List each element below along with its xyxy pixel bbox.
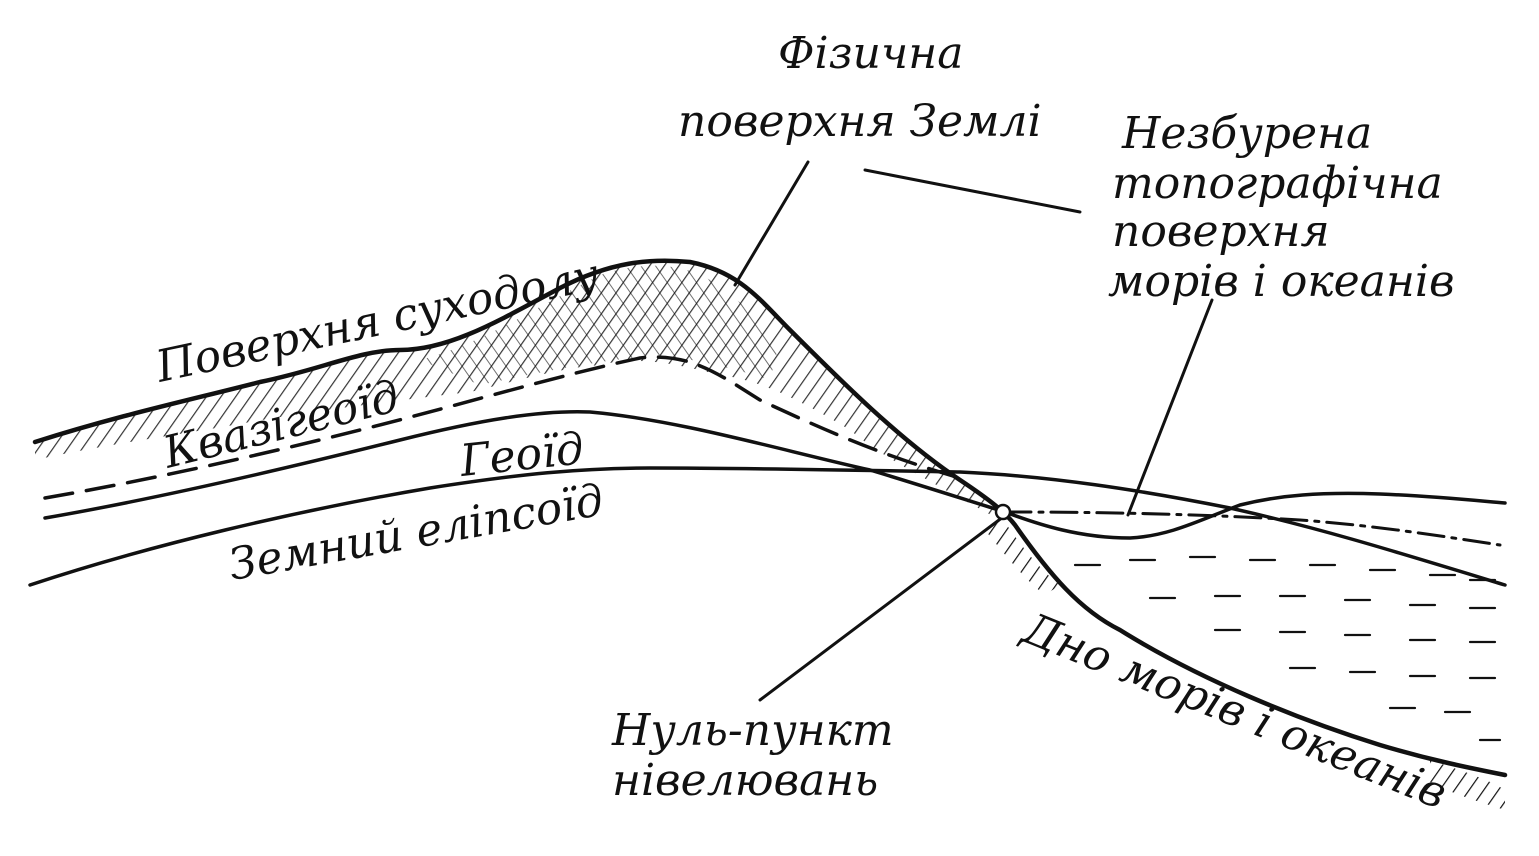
quasigeoid-line — [43, 355, 962, 500]
physical-surface-line — [32, 258, 1508, 778]
geoid-line — [43, 410, 1507, 540]
label-ellipsoid: Земний еліпсоїд — [225, 475, 607, 591]
label-undisturbed-2: топографічна — [1112, 158, 1443, 209]
label-geoid: Геоїд — [457, 423, 586, 487]
label-sea-floor: Дно морів і океанів — [1014, 602, 1454, 819]
label-undisturbed-3: поверхня — [1112, 206, 1330, 257]
shore-hatch — [985, 515, 1060, 595]
label-physical-surface-2: поверхня Землі — [678, 96, 1042, 147]
seafloor-hatch — [1430, 760, 1505, 810]
leader-undisturbed-surface-2 — [1126, 298, 1214, 517]
label-undisturbed-4: морів і океанів — [1108, 256, 1455, 307]
label-zero-point-2: нівелювань — [612, 755, 878, 806]
sea-water — [1073, 555, 1502, 742]
land-crust-hatch-cross — [420, 265, 780, 385]
leader-undisturbed-surface — [863, 168, 1082, 214]
ellipsoid-line — [28, 466, 1507, 587]
leader-physical-surface — [733, 160, 810, 287]
leader-zero-point — [758, 515, 1005, 702]
undisturbed-sea-surface-line — [1003, 510, 1502, 547]
label-zero-point-1: Нуль-пункт — [611, 705, 894, 756]
label-undisturbed-1: Незбурена — [1121, 108, 1372, 159]
zero-point-marker — [994, 503, 1012, 521]
label-physical-surface-1: Фізична — [778, 28, 964, 79]
